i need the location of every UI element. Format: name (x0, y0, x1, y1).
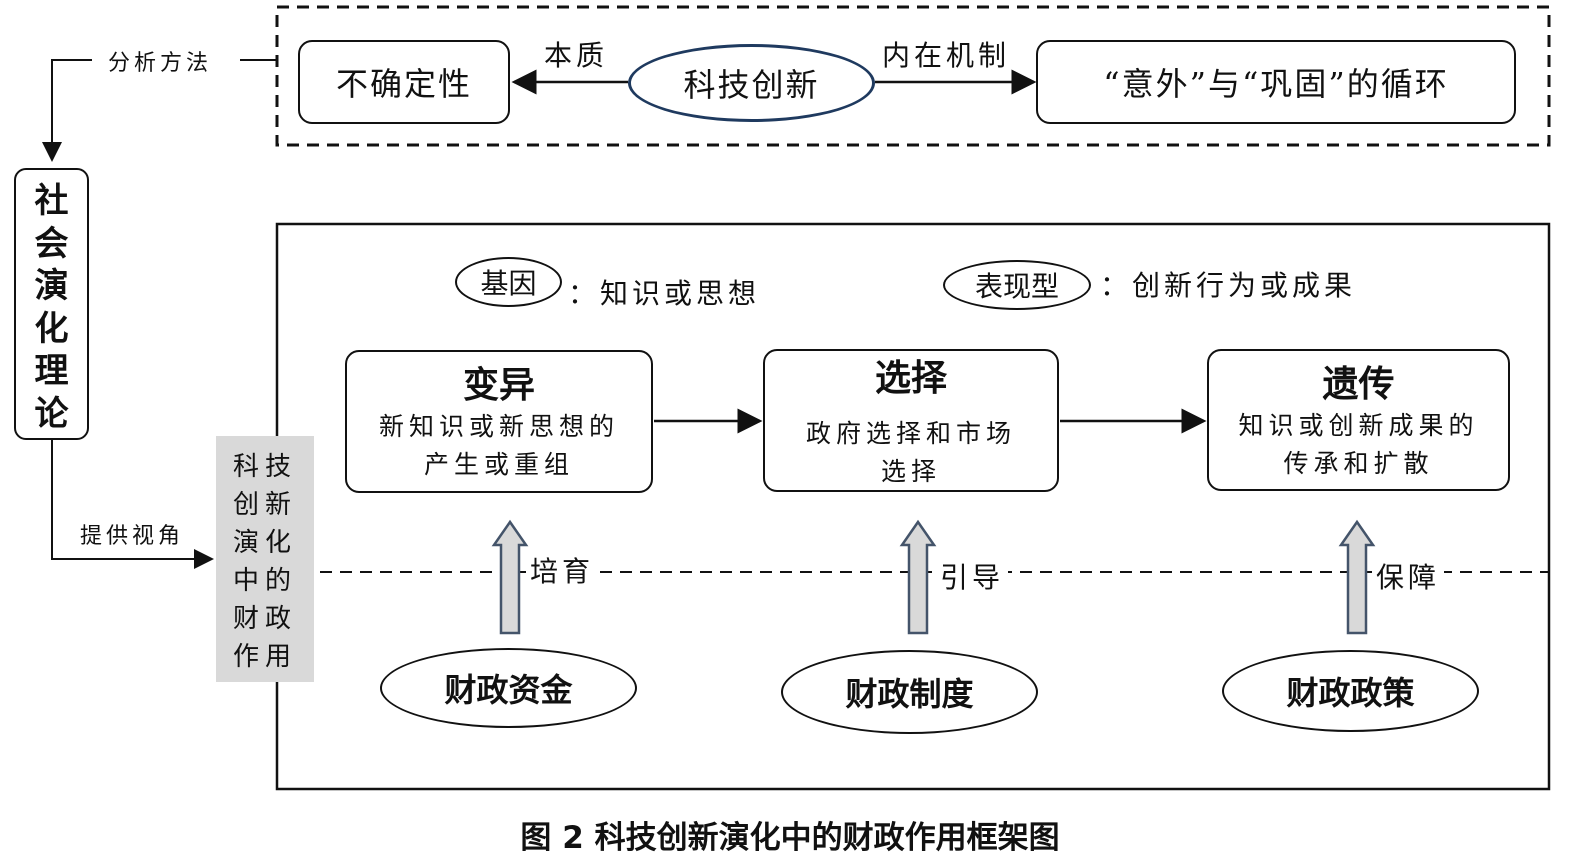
fiscal-role-line: 作用 (232, 642, 297, 672)
action-label-cultivate: 培育 (526, 550, 599, 590)
fiscal-role-line: 财政 (232, 604, 297, 634)
fiscal-funds-ellipse: 财政资金 (380, 648, 637, 728)
cycle-box: “意外”与“巩固”的循环 (1036, 40, 1516, 124)
stage-title: 选择 (874, 358, 947, 399)
cycle-label: “意外”与“巩固”的循环 (1103, 65, 1449, 103)
stage-title: 变异 (462, 365, 535, 406)
fiscal-policy-ellipse: 财政政策 (1222, 650, 1479, 732)
action-label-guide: 引导 (936, 556, 1009, 596)
stage-desc-line: 产生或重组 (423, 450, 574, 479)
mechanism-label: 内在机制 (882, 39, 1011, 72)
stage-desc-line: 政府选择和市场 (805, 419, 1016, 448)
up-arrow-3 (1338, 519, 1376, 635)
up-arrow-2 (899, 519, 937, 635)
theory-char: 论 (34, 393, 69, 434)
gene-desc: ：知识或思想 (568, 277, 761, 310)
tech-innovation-ellipse: 科技创新 (628, 44, 875, 122)
fiscal-role-line: 创新 (232, 490, 297, 520)
fiscal-tool-label: 财政政策 (1286, 674, 1415, 712)
theory-char: 理 (34, 351, 69, 391)
stage-box-variation: 变异 新知识或新思想的 产生或重组 (345, 350, 653, 493)
theory-char: 演 (34, 266, 69, 306)
action-label-ensure: 保障 (1372, 556, 1445, 596)
fiscal-role-line: 演化 (232, 528, 297, 558)
fiscal-tool-label: 财政制度 (845, 675, 974, 713)
perspective-connector (51, 438, 214, 569)
stage-desc-line: 新知识或新思想的 (378, 412, 619, 441)
fiscal-role-line: 科技 (232, 452, 297, 482)
uncertainty-box: 不确定性 (298, 40, 510, 124)
analysis-method-label: 分析方法 (104, 45, 217, 77)
perspective-label: 提供视角 (80, 524, 185, 549)
theory-char: 会 (34, 223, 69, 264)
uncertainty-label: 不确定性 (335, 65, 472, 103)
gene-ellipse: 基因 (455, 257, 562, 307)
up-arrow-1 (491, 519, 529, 635)
phenotype-ellipse: 表现型 (943, 260, 1091, 310)
fiscal-role-box: 科技创新演化中的财政作用 (216, 436, 314, 682)
fiscal-tool-label: 财政资金 (444, 671, 573, 709)
stage-desc-line: 选择 (880, 457, 941, 486)
stage-box-selection: 选择 政府选择和市场 选择 (763, 349, 1059, 492)
stage-box-heredity: 遗传 知识或创新成果的 传承和扩散 (1207, 349, 1510, 491)
gene-term: 基因 (480, 267, 537, 300)
analysis-method-connector (42, 59, 92, 162)
essence-label: 本质 (544, 39, 609, 72)
stage-title: 遗传 (1322, 364, 1395, 405)
phenotype-term: 表现型 (974, 270, 1059, 303)
social-evolution-theory-box: 社会演化理论 (14, 168, 89, 440)
stage-desc-line: 知识或创新成果的 (1238, 411, 1479, 440)
stage-desc-line: 传承和扩散 (1283, 449, 1434, 478)
fiscal-role-line: 中的 (232, 566, 297, 596)
phenotype-desc: ：创新行为或成果 (1100, 269, 1357, 302)
fiscal-system-ellipse: 财政制度 (781, 650, 1038, 734)
figure-caption: 图 2 科技创新演化中的财政作用框架图 (520, 820, 1060, 856)
theory-char: 化 (34, 308, 69, 349)
tech-innovation-label: 科技创新 (683, 66, 820, 104)
theory-char: 社 (34, 181, 69, 221)
top-dashed-frame (275, 5, 1551, 147)
